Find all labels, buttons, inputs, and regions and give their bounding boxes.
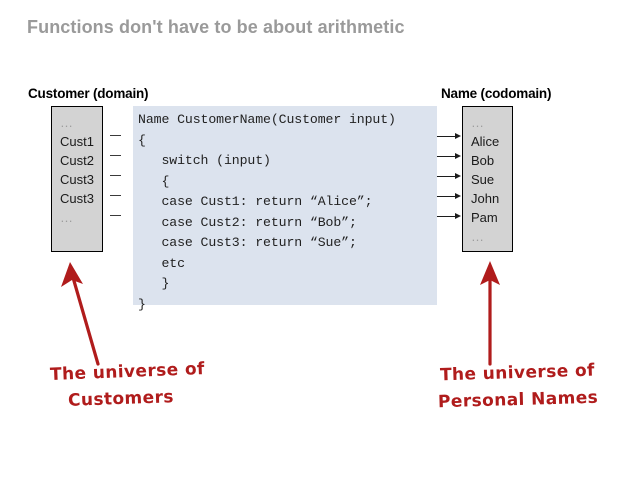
mapping-arrow-line (437, 156, 455, 157)
annotation-right-line1: The universe of (439, 360, 596, 386)
codomain-label: Name (codomain) (441, 86, 552, 101)
mapping-arrow-head-icon (455, 172, 461, 179)
mapping-arrow-line (437, 196, 455, 197)
domain-connector-dash (110, 195, 121, 196)
code-line: switch (input) (138, 153, 271, 168)
codomain-set-box: … Alice Bob Sue John Pam … (462, 106, 513, 252)
list-item: Cust2 (60, 153, 94, 168)
annotation-arrow-right-icon (480, 261, 500, 366)
list-item: … (471, 229, 486, 244)
list-item: Sue (471, 172, 495, 187)
list-item: … (60, 210, 75, 225)
list-item: … (60, 115, 75, 130)
code-line: etc (138, 255, 185, 271)
list-item: Bob (471, 153, 495, 168)
function-code-block: Name CustomerName(Customer input) { swit… (133, 106, 437, 312)
domain-set-box: … Cust1 Cust2 Cust3 Cust3 … (51, 106, 103, 252)
mapping-arrow-head-icon (455, 192, 461, 199)
list-item: Pam (471, 210, 498, 225)
annotation-left-line2: Customers (67, 387, 175, 411)
mapping-arrow-line (437, 176, 455, 177)
list-item: Cust3 (60, 191, 94, 206)
code-line: } (138, 276, 170, 291)
page-title: Functions don't have to be about arithme… (27, 17, 405, 37)
list-item: Cust3 (60, 172, 94, 187)
code-line: case Cust2: return “Bob”; (138, 214, 357, 230)
code-line: } (138, 296, 146, 312)
domain-connector-dash (110, 175, 121, 176)
domain-connector-dash (110, 135, 121, 136)
mapping-arrow-head-icon (455, 212, 461, 219)
list-item: Alice (471, 134, 500, 149)
annotation-right-line2: Personal Names (437, 387, 599, 413)
annotation-arrow-left-icon (61, 262, 100, 366)
mapping-arrow-line (437, 216, 455, 217)
list-item: Cust1 (60, 134, 94, 149)
domain-connector-dash (110, 215, 121, 216)
code-line: Name CustomerName(Customer input) (138, 112, 396, 127)
code-line: { (138, 173, 170, 189)
mapping-arrow-head-icon (455, 152, 461, 159)
code-line: case Cust1: return “Alice”; (138, 194, 373, 209)
code-line: { (138, 132, 146, 148)
mapping-arrow-line (437, 136, 455, 137)
list-item: … (471, 115, 486, 130)
mapping-arrow-head-icon (455, 132, 461, 139)
domain-connector-dash (110, 155, 121, 156)
list-item: John (471, 191, 500, 206)
code-line: case Cust3: return “Sue”; (138, 235, 357, 250)
domain-label: Customer (domain) (28, 86, 149, 101)
